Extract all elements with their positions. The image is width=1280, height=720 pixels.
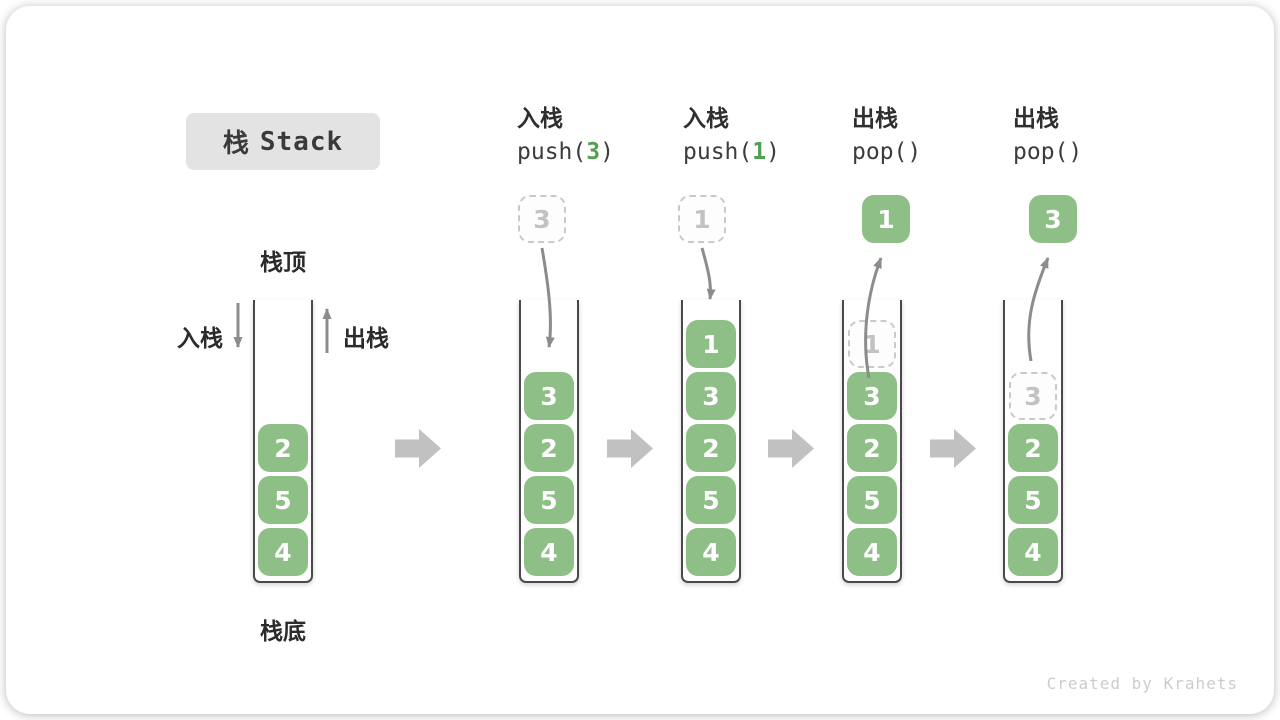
stack-bottom-label: 栈底 xyxy=(260,619,306,645)
stack-block: 2 xyxy=(1008,424,1058,472)
stack-after-pop-1: 1 3 2 5 4 xyxy=(842,300,902,583)
title-en: Stack xyxy=(259,126,344,157)
stack-block: 5 xyxy=(524,476,574,524)
code-pre: pop( xyxy=(1013,139,1069,165)
floating-value-push-1: 1 xyxy=(678,195,726,243)
stack-block: 4 xyxy=(1008,528,1058,576)
stack-block: 5 xyxy=(686,476,736,524)
header-zh-label: 出栈 xyxy=(1013,106,1059,132)
header-code-label: push(1) xyxy=(683,134,780,170)
push-label: 入栈 xyxy=(177,326,223,352)
stack-after-push-1: 1 3 2 5 4 xyxy=(681,300,741,583)
header-zh-label: 出栈 xyxy=(852,106,898,132)
stack-block: 5 xyxy=(258,476,308,524)
code-arg: 1 xyxy=(752,139,767,165)
header-push-1: 入栈 push(1) xyxy=(683,104,780,170)
stack-block: 2 xyxy=(258,424,308,472)
floating-value-pop-2: 3 xyxy=(1029,195,1077,243)
header-push-3: 入栈 push(3) xyxy=(517,104,614,170)
stack-block: 4 xyxy=(258,528,308,576)
stack-block: 2 xyxy=(847,424,897,472)
floating-value-push-3: 3 xyxy=(518,195,566,243)
watermark-credit: Created by Krahets xyxy=(1046,674,1238,693)
stack-block-popped: 1 xyxy=(848,320,896,368)
stack-block-popped: 3 xyxy=(1009,372,1057,420)
code-post: ) xyxy=(1068,139,1083,165)
title-box: 栈 Stack xyxy=(186,113,380,170)
code-pre: pop( xyxy=(852,139,908,165)
stack-block: 3 xyxy=(524,372,574,420)
header-code-label: pop() xyxy=(1013,134,1082,170)
header-zh-label: 入栈 xyxy=(517,106,563,132)
header-code-label: pop() xyxy=(852,134,921,170)
header-code-label: push(3) xyxy=(517,134,614,170)
stack-initial: 2 5 4 xyxy=(253,300,313,583)
stack-top-label: 栈顶 xyxy=(260,250,306,276)
code-post: ) xyxy=(766,139,780,165)
stack-after-push-3: 3 2 5 4 xyxy=(519,300,579,583)
code-arg: 3 xyxy=(586,139,601,165)
floating-value-pop-1: 1 xyxy=(862,195,910,243)
stack-block: 3 xyxy=(847,372,897,420)
stack-block: 4 xyxy=(686,528,736,576)
stack-block: 1 xyxy=(686,320,736,368)
header-pop-1: 出栈 pop() xyxy=(852,104,921,170)
header-zh-label: 入栈 xyxy=(683,106,729,132)
code-post: ) xyxy=(907,139,922,165)
stack-block: 4 xyxy=(847,528,897,576)
stack-block: 2 xyxy=(686,424,736,472)
code-pre: push( xyxy=(683,139,753,165)
stack-after-pop-2: 3 2 5 4 xyxy=(1003,300,1063,583)
stack-block: 5 xyxy=(1008,476,1058,524)
code-pre: push( xyxy=(517,139,587,165)
pop-label: 出栈 xyxy=(343,326,389,352)
stack-block: 3 xyxy=(686,372,736,420)
code-post: ) xyxy=(600,139,614,165)
stack-block: 5 xyxy=(847,476,897,524)
stack-block: 4 xyxy=(524,528,574,576)
header-pop-2: 出栈 pop() xyxy=(1013,104,1082,170)
title-zh: 栈 xyxy=(222,129,250,159)
stack-block: 2 xyxy=(524,424,574,472)
